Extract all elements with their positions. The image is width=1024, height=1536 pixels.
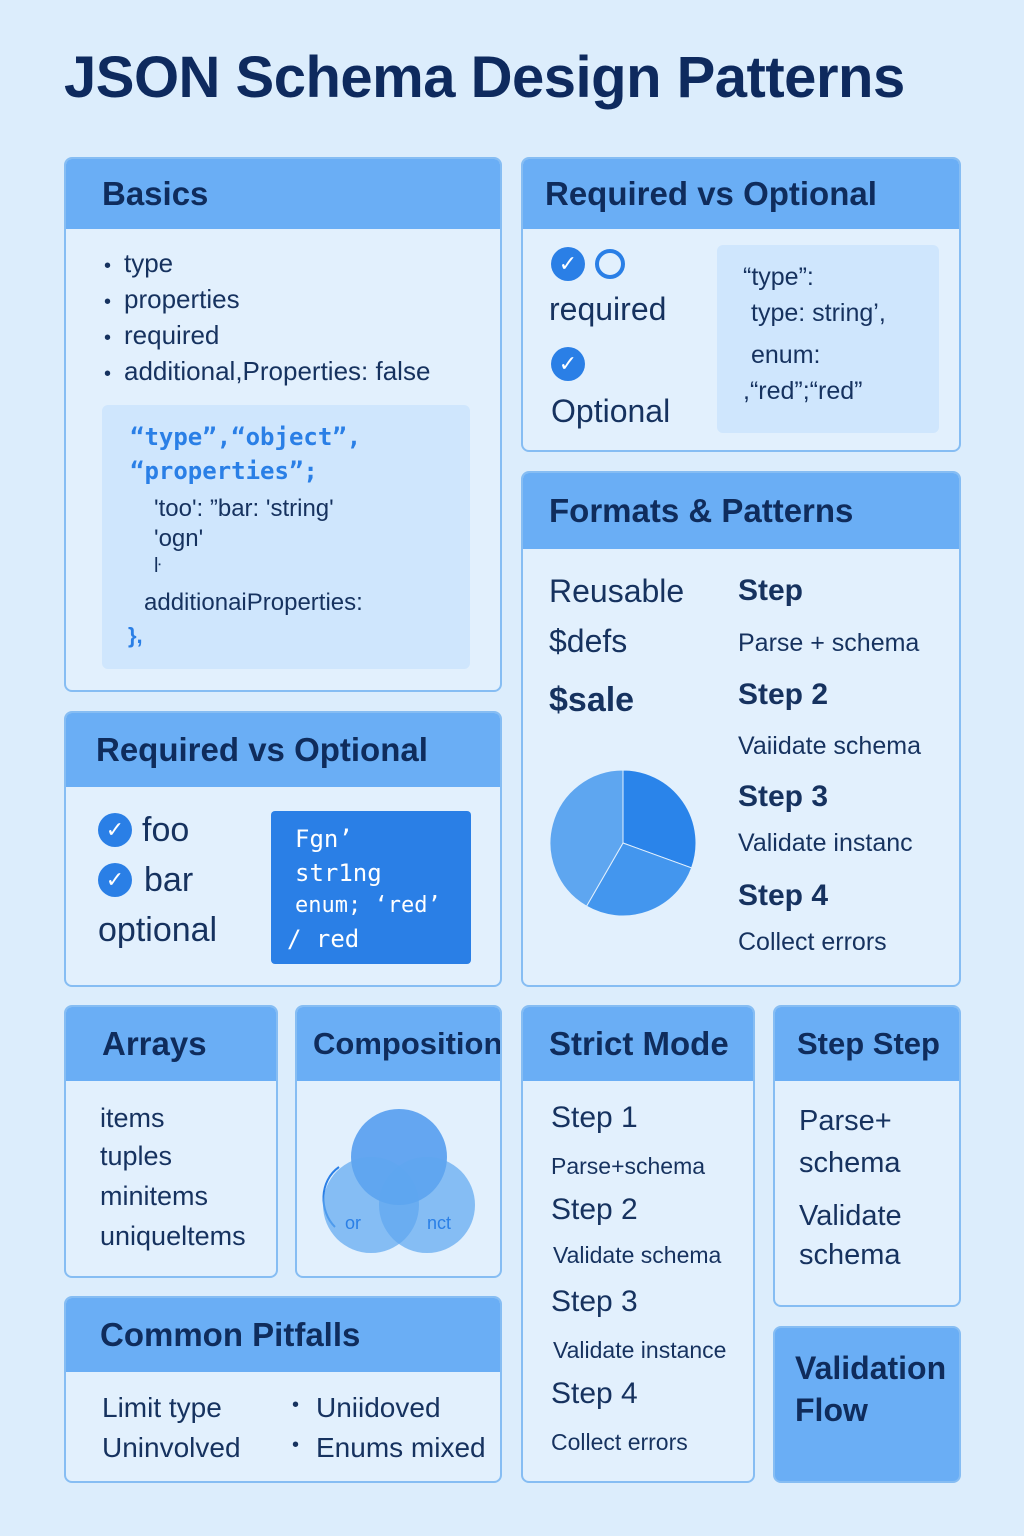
- bullet-dot: •: [292, 1394, 300, 1416]
- required-optional-card-top: Required vs Optional ✓ required ✓ Option…: [521, 157, 961, 452]
- check-circle-icon: ✓: [551, 247, 585, 281]
- step-step-line: schema: [799, 1147, 901, 1179]
- common-pitfalls-heading: Common Pitfalls: [66, 1298, 500, 1372]
- composition-card: Composition or nct: [295, 1005, 502, 1278]
- step-title: Step 3: [551, 1285, 638, 1318]
- step-desc: Validate instance: [553, 1337, 727, 1363]
- step-desc: Collect errors: [738, 928, 887, 956]
- code-line: 'ogn': [154, 525, 204, 552]
- empty-circle-icon: [595, 249, 625, 279]
- basics-card: Basics type properties required addition…: [64, 157, 502, 692]
- code-line: additionaiProperties:: [144, 589, 363, 616]
- step-title: Step: [738, 574, 804, 607]
- bullet-additional-properties: additional,Properties: false: [104, 353, 430, 389]
- page-title: JSON Schema Design Patterns: [64, 45, 905, 110]
- validation-flow-line: Validation: [795, 1350, 947, 1386]
- venn-label-nct: nct: [427, 1213, 451, 1233]
- code-line: ŀ: [154, 555, 161, 577]
- optional-label: optional: [98, 911, 218, 949]
- optional-label: Optional: [551, 393, 671, 429]
- formats-patterns-heading: Formats & Patterns: [523, 473, 959, 549]
- required-label: required: [549, 291, 667, 327]
- code-block-dark: Fgn’ str1ng enum; ‘red’ / red: [271, 811, 471, 964]
- basics-bullet-list: type properties required additional,Prop…: [104, 245, 430, 389]
- venn-label-or: or: [345, 1213, 361, 1233]
- pie-chart-icon: [549, 769, 697, 917]
- common-pitfalls-card: Common Pitfalls Limit type Uninvolved • …: [64, 1296, 502, 1483]
- array-item: minitems: [100, 1181, 209, 1211]
- basics-code-block: “type”,“object”, “properties”; 'too': ”b…: [102, 405, 470, 669]
- check-circle-icon: ✓: [551, 347, 585, 381]
- venn-diagram-icon: or nct: [322, 1109, 475, 1253]
- pitfall-item: Enums mixed: [316, 1432, 486, 1463]
- step-desc: Collect errors: [551, 1429, 688, 1455]
- code-line: enum:: [751, 341, 821, 369]
- step-step-line: Parse+: [799, 1105, 892, 1137]
- step-title: Step 2: [738, 678, 829, 711]
- code-line: },: [128, 623, 143, 648]
- code-line: “type”:: [743, 263, 814, 291]
- code-line: “properties”;: [130, 457, 318, 485]
- step-desc: Validate schema: [553, 1242, 722, 1268]
- step-step-heading: Step Step: [775, 1007, 959, 1081]
- code-line: Fgn’: [295, 825, 353, 853]
- array-item: tuples: [100, 1141, 173, 1171]
- code-line: 'too': ”bar: 'string': [154, 495, 334, 522]
- bullet-required: required: [104, 317, 430, 353]
- bullet-properties: properties: [104, 281, 430, 317]
- step-title: Step 1: [551, 1101, 638, 1134]
- code-line: / red: [287, 925, 360, 953]
- reusable-label: Reusable: [549, 573, 685, 609]
- bullet-dot: •: [292, 1434, 300, 1456]
- required-optional-heading: Required vs Optional: [66, 713, 500, 787]
- required-optional-code-block: “type”: type: string’, enum: ,“red”;“red…: [717, 245, 939, 433]
- pitfall-item: Uninvolved: [102, 1432, 241, 1463]
- validation-flow-line: Flow: [795, 1392, 868, 1428]
- array-item: items: [100, 1103, 165, 1133]
- step-title: Step 3: [738, 780, 829, 813]
- step-desc: Vaiidate schema: [738, 732, 921, 760]
- composition-heading: Composition: [297, 1007, 500, 1081]
- bar-label: bar: [144, 861, 194, 899]
- defs-label: $defs: [549, 623, 628, 659]
- step-desc: Parse+schema: [551, 1153, 706, 1179]
- pie-slice: [622, 769, 697, 869]
- foo-label: foo: [142, 811, 190, 849]
- required-optional-card-mid: Required vs Optional ✓ foo ✓ bar optiona…: [64, 711, 502, 987]
- check-circle-icon: ✓: [98, 813, 132, 847]
- check-circle-icon: ✓: [98, 863, 132, 897]
- code-line: str1ng: [295, 859, 382, 887]
- step-desc: Validate instanc: [738, 829, 913, 857]
- code-line: type: string’,: [751, 299, 886, 327]
- sale-label: $sale: [549, 681, 635, 719]
- bullet-type: type: [104, 245, 430, 281]
- basics-heading: Basics: [66, 159, 500, 229]
- step-desc: Parse + schema: [738, 629, 920, 657]
- pie-slice: [549, 769, 624, 907]
- strict-mode-card: Strict Mode Step 1 Parse+schema Step 2 V…: [521, 1005, 755, 1483]
- code-line: ,“red”;“red”: [743, 377, 863, 405]
- validation-flow-card: Validation Flow: [773, 1326, 961, 1483]
- step-title: Step 4: [738, 879, 829, 912]
- pitfall-item: Uniidoved: [316, 1392, 441, 1423]
- step-step-line: Validate: [799, 1200, 902, 1232]
- step-step-card: Step Step Parse+ schema Validate schema: [773, 1005, 961, 1307]
- arrays-card: Arrays items tuples minitems uniqueltems: [64, 1005, 278, 1278]
- formats-patterns-card: Formats & Patterns Reusable $defs $sale …: [521, 471, 961, 987]
- required-optional-heading: Required vs Optional: [523, 159, 959, 229]
- step-title: Step 2: [551, 1193, 638, 1226]
- pitfall-item: Limit type: [102, 1392, 222, 1423]
- code-line: enum; ‘red’: [295, 893, 441, 918]
- step-title: Step 4: [551, 1377, 638, 1410]
- step-step-line: schema: [799, 1239, 901, 1271]
- array-item: uniqueltems: [100, 1221, 246, 1251]
- code-line: “type”,“object”,: [130, 423, 362, 451]
- strict-mode-heading: Strict Mode: [523, 1007, 753, 1081]
- arrays-heading: Arrays: [66, 1007, 276, 1081]
